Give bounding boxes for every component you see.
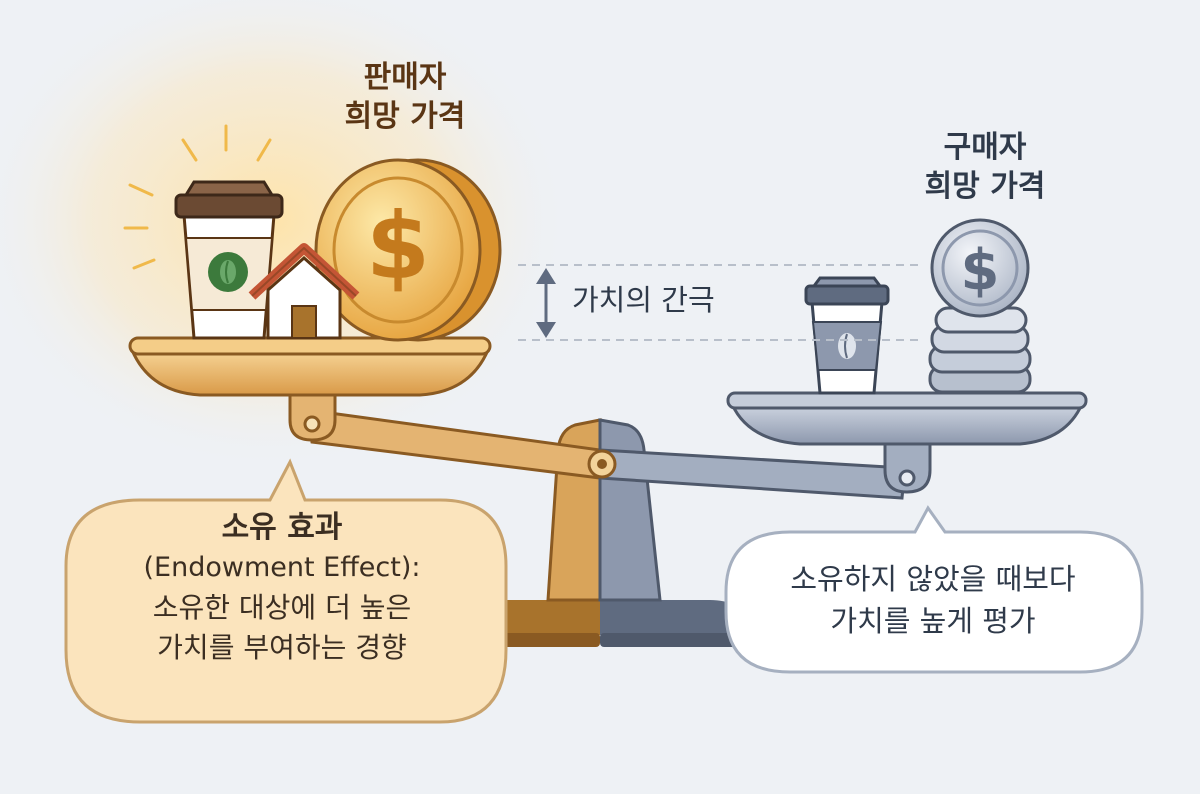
dollar-coin-icon: $ — [314, 158, 502, 342]
endowment-speech-bubble — [64, 458, 508, 724]
left-pan-hanger — [288, 388, 337, 442]
buyer-speech-bubble — [724, 505, 1144, 674]
sparkle-rays-icon — [123, 124, 272, 270]
endowment-title: 소유 효과 — [221, 510, 343, 545]
dollar-coin-icon: $ — [930, 218, 1030, 318]
endowment-description: 소유한 대상에 더 높은 가치를 부여하는 경향 — [152, 591, 412, 664]
buyer-price-label: 구매자 희망 가격 — [880, 128, 1090, 206]
buyer-price-text: 구매자 희망 가격 — [924, 130, 1046, 204]
svg-text:$: $ — [961, 238, 1000, 303]
value-gap-indicator — [518, 264, 920, 341]
house-icon — [248, 243, 360, 340]
buyer-pan — [726, 391, 1088, 446]
svg-text:$: $ — [366, 193, 430, 300]
value-gap-label: 가치의 간극 — [572, 283, 715, 317]
seller-pan — [128, 336, 492, 397]
endowment-subtitle: (Endowment Effect): — [143, 552, 421, 583]
coffee-cup-icon — [804, 276, 890, 395]
coin-stack-icon — [928, 306, 1032, 394]
right-pan-hanger — [883, 438, 932, 494]
seller-price-label: 판매자 희망 가격 — [300, 58, 510, 136]
coffee-cup-icon — [174, 180, 284, 340]
buyer-bubble-text: 소유하지 않았을 때보다 가치를 높게 평가 — [790, 562, 1076, 638]
endowment-text-box: 소유 효과 (Endowment Effect): 소유한 대상에 더 높은 가… — [72, 508, 492, 668]
seller-price-text: 판매자 희망 가격 — [344, 60, 466, 134]
